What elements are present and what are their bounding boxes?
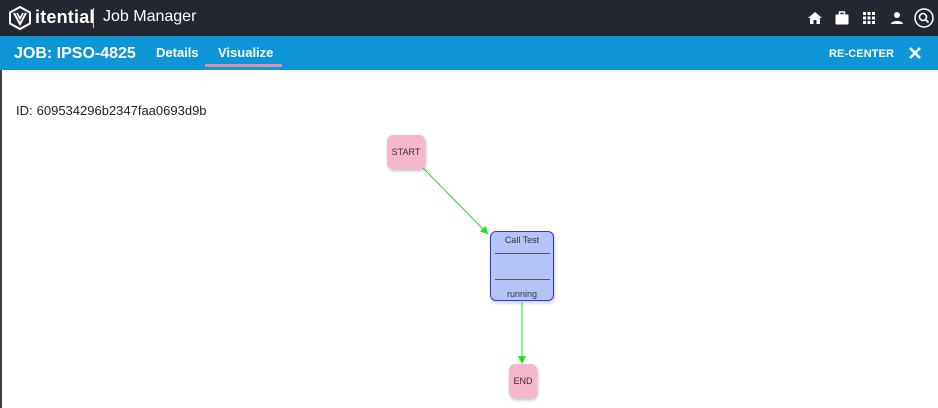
- active-tab-indicator: [205, 64, 282, 67]
- job-title: JOB: IPSO-4825: [14, 45, 136, 62]
- workflow-node-task[interactable]: Call Test running: [490, 231, 554, 301]
- job-id-label: ID:: [16, 103, 33, 118]
- app-title: Job Manager: [103, 8, 197, 25]
- job-id: ID:609534296b2347faa0693d9b: [16, 103, 207, 118]
- job-header-bar: JOB: IPSO-4825 Details Visualize RE-CENT…: [0, 36, 938, 70]
- briefcase-icon[interactable]: [833, 9, 851, 27]
- task-divider: [495, 253, 550, 254]
- top-app-bar: itential Job Manager: [0, 0, 938, 36]
- brand-divider: [93, 8, 94, 28]
- itential-logo-icon[interactable]: [8, 6, 32, 30]
- tab-visualize[interactable]: Visualize: [218, 45, 274, 60]
- search-icon[interactable]: [914, 8, 934, 28]
- workflow-canvas[interactable]: [0, 70, 938, 408]
- node-label: START: [391, 147, 421, 157]
- window-edge: [0, 70, 2, 408]
- task-divider: [495, 279, 550, 280]
- tab-details[interactable]: Details: [156, 45, 199, 60]
- recenter-button[interactable]: RE-CENTER: [829, 48, 895, 60]
- apps-grid-icon[interactable]: [860, 9, 878, 27]
- edge-start-to-task: [422, 167, 489, 235]
- user-icon[interactable]: [888, 9, 906, 27]
- workflow-node-start[interactable]: START: [387, 135, 425, 169]
- task-status: running: [506, 289, 538, 299]
- task-name: Call Test: [504, 235, 540, 245]
- workflow-node-end[interactable]: END: [509, 364, 537, 398]
- node-label: END: [513, 376, 533, 386]
- brand-name: itential: [35, 7, 95, 27]
- home-icon[interactable]: [806, 9, 824, 27]
- job-id-value: 609534296b2347faa0693d9b: [36, 103, 207, 118]
- close-icon[interactable]: [906, 44, 924, 62]
